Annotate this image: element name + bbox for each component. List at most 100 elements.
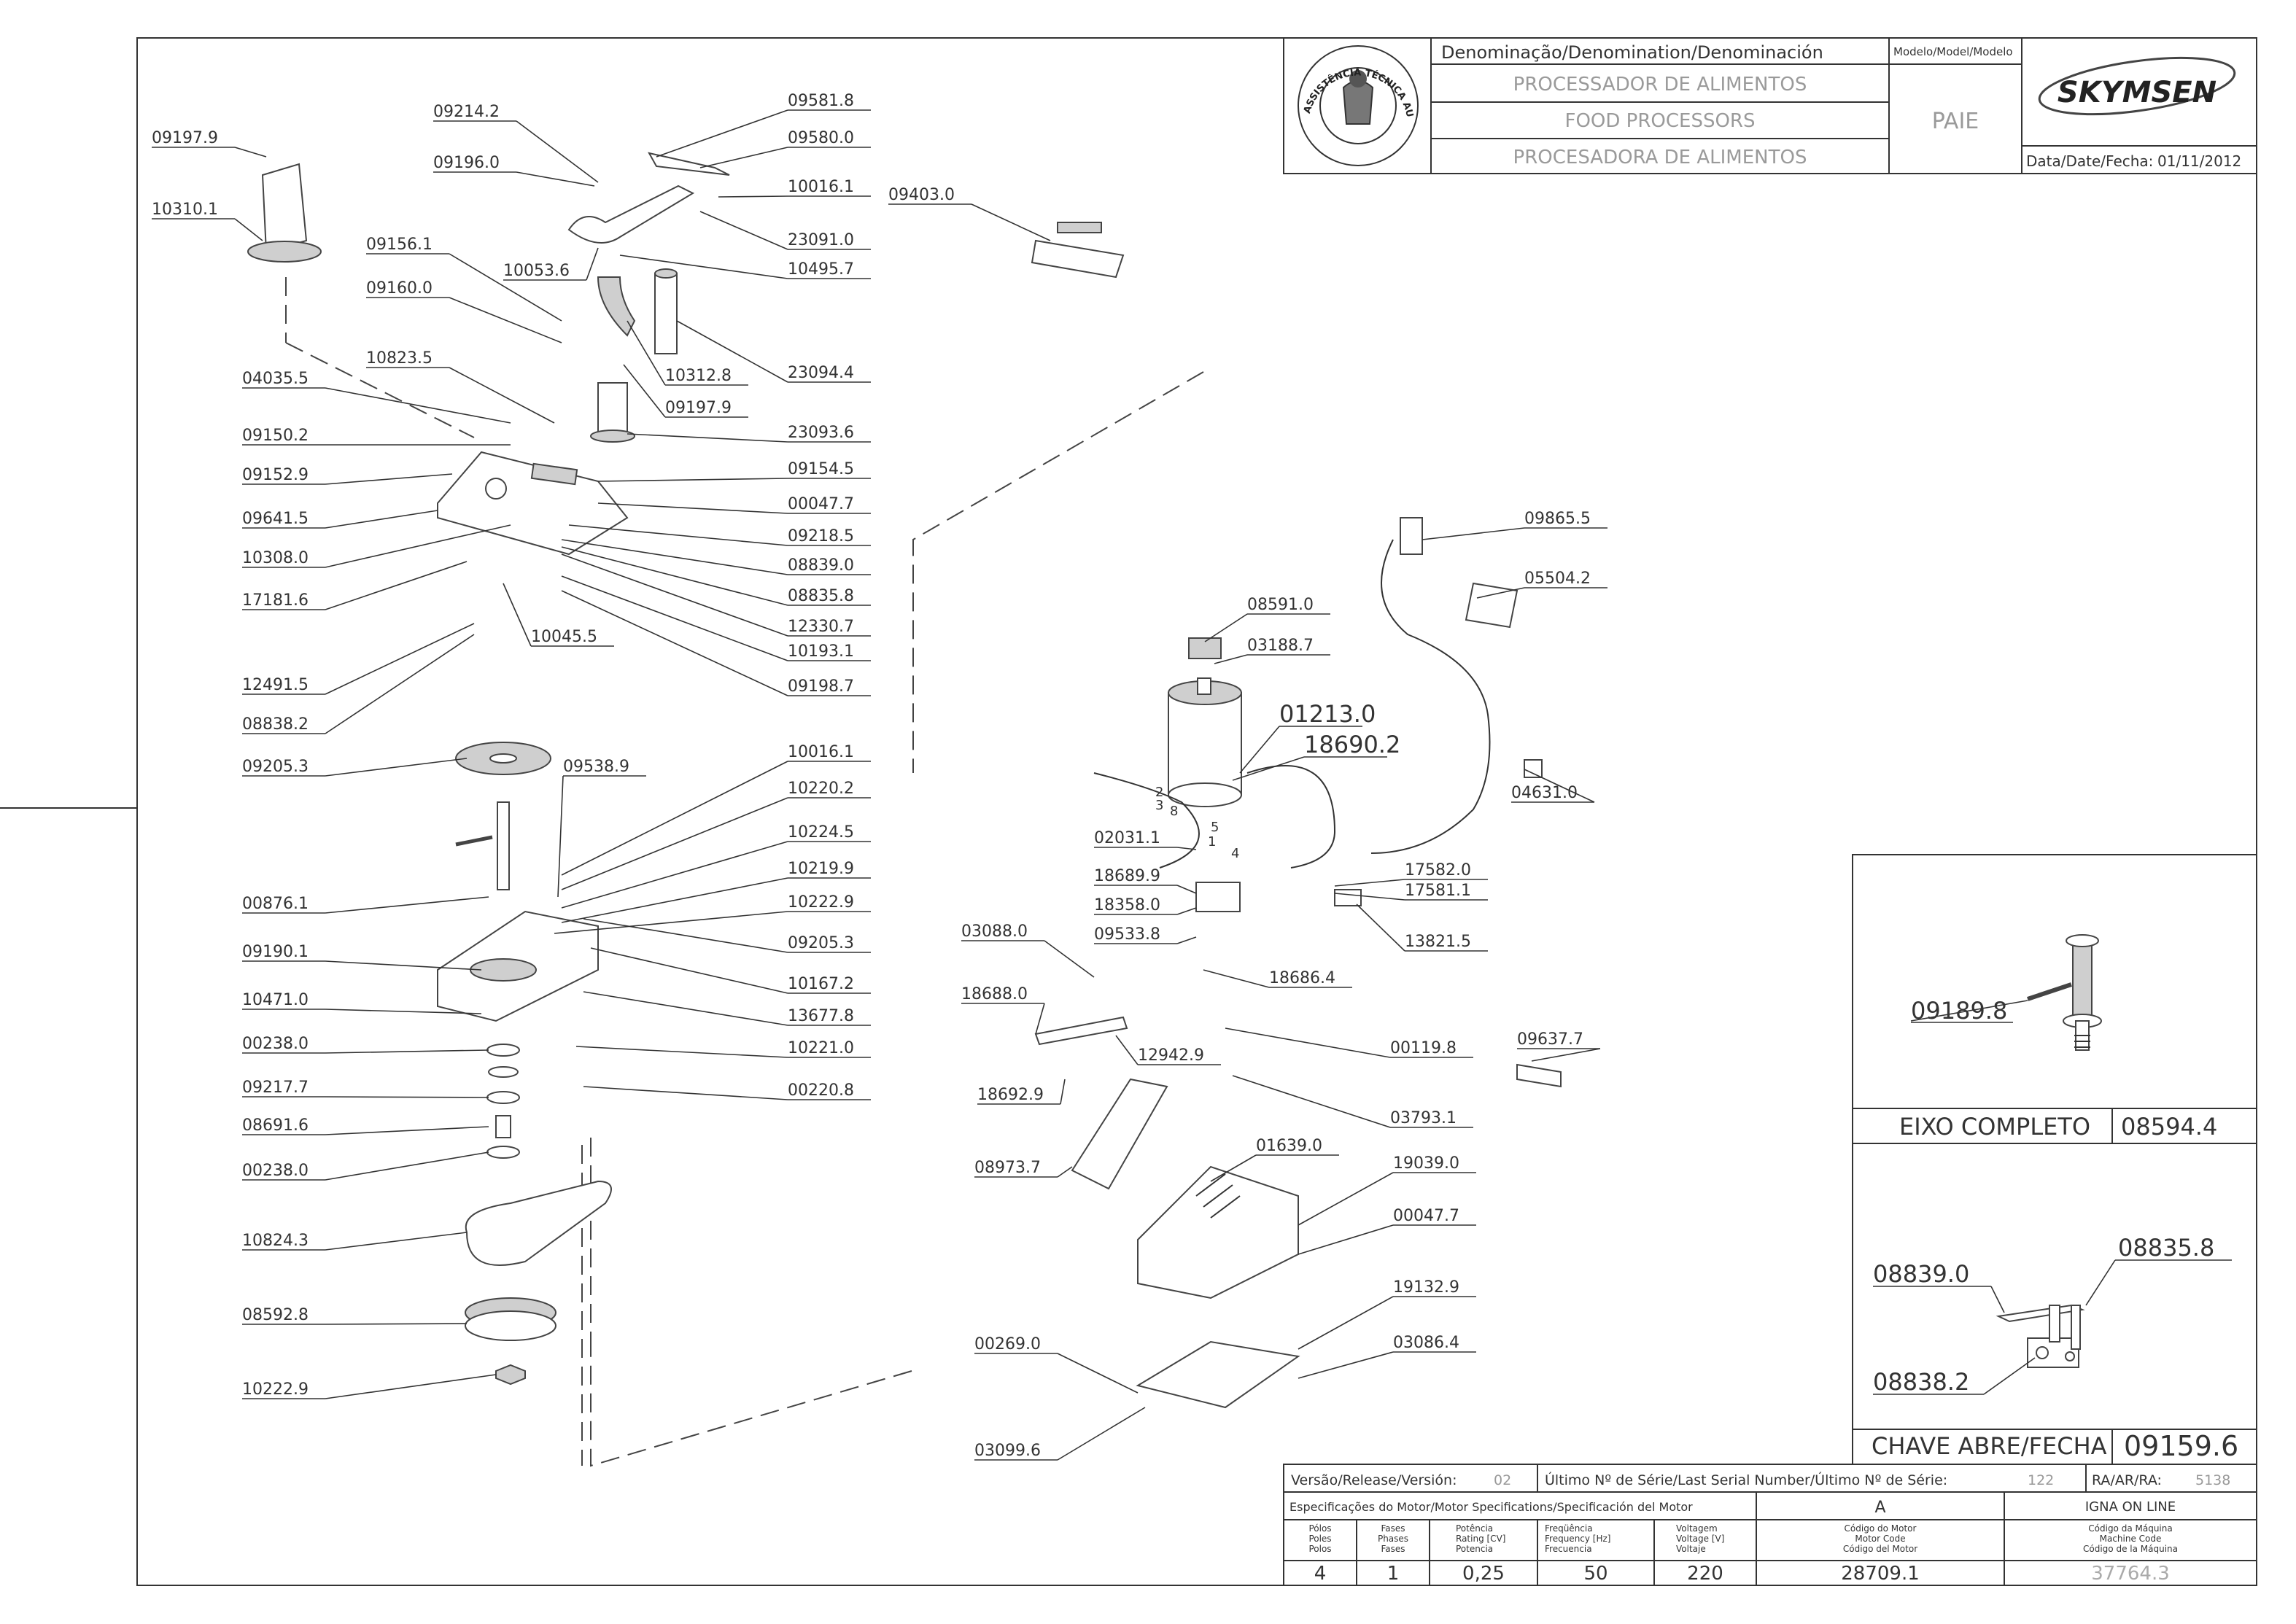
left-leader-43 — [590, 947, 788, 994]
left-part-number-22: 00047.7 — [788, 495, 854, 513]
right-leader-15 — [1203, 969, 1270, 988]
left-part-number-50: 09217.7 — [242, 1079, 309, 1097]
svg-text:Fases: Fases — [1381, 1523, 1405, 1534]
left-leader-22 — [597, 502, 788, 514]
svg-text:Motor Code: Motor Code — [1855, 1534, 1905, 1544]
motor-spec-header: Especificações do Motor/Motor Specificat… — [1289, 1500, 1693, 1514]
left-part-number-42: 09205.3 — [788, 934, 854, 952]
left-leader-37 — [561, 797, 788, 890]
right-leader-4 — [1239, 726, 1280, 774]
left-leader-33 — [561, 590, 788, 696]
inset-switch: 08839.0 08835.8 08838.2 CHAVE ABRE/FECHA… — [1852, 1143, 2257, 1465]
inset-switch-title: CHAVE ABRE/FECHA — [1872, 1432, 2107, 1460]
left-part-number-53: 10824.3 — [242, 1232, 309, 1250]
part-labels-left: 09197.910310.109214.209196.009581.809580… — [152, 92, 1051, 1399]
right-leader-26 — [1298, 1296, 1394, 1350]
right-leader-11 — [1176, 907, 1197, 915]
right-leader-19 — [1531, 1048, 1601, 1062]
right-part-number-0: 09865.5 — [1524, 510, 1591, 528]
right-part-number-5: 18690.2 — [1304, 731, 1400, 758]
motor-variant: A — [1874, 1499, 1885, 1517]
left-leader-19 — [325, 473, 453, 485]
right-leader-6 — [1524, 769, 1595, 803]
right-leader-10 — [1334, 893, 1405, 901]
left-part-number-9: 10495.7 — [788, 260, 854, 279]
left-part-number-7: 23091.0 — [788, 231, 854, 249]
left-leader-52 — [325, 1151, 489, 1181]
right-part-number-19: 09637.7 — [1517, 1030, 1583, 1049]
right-leader-5 — [1232, 756, 1305, 781]
version-label: Versão/Release/Versión: — [1291, 1472, 1457, 1488]
inset-switch-label-2: 08835.8 — [2118, 1234, 2214, 1262]
right-part-number-14: 03088.0 — [961, 922, 1028, 941]
right-leader-27 — [1057, 1353, 1139, 1394]
right-leader-14 — [1044, 940, 1095, 978]
left-leader-4 — [656, 109, 788, 158]
col-voltage: Voltagem Voltage [V] Voltaje — [1676, 1523, 1724, 1554]
serial-value: 122 — [2028, 1472, 2054, 1488]
left-leader-34 — [325, 758, 468, 777]
left-leader-14 — [449, 367, 555, 424]
voltage-value: 220 — [1687, 1563, 1723, 1585]
right-part-number-2: 08591.0 — [1247, 596, 1314, 614]
right-leader-12 — [1356, 904, 1405, 952]
svg-text:Código da Máquina: Código da Máquina — [2088, 1523, 2172, 1534]
left-part-number-2: 09214.2 — [433, 103, 500, 121]
left-part-number-48: 00238.0 — [242, 1035, 309, 1053]
right-part-number-27: 00269.0 — [974, 1335, 1041, 1353]
right-leader-20 — [1060, 1079, 1066, 1105]
left-leader-40 — [554, 911, 788, 934]
inset-shaft-title: EIXO COMPLETO — [1899, 1113, 2090, 1141]
left-leader-45 — [583, 991, 788, 1026]
left-part-number-43: 10167.2 — [788, 975, 854, 993]
left-part-number-20: 09154.5 — [788, 460, 854, 478]
left-leader-51 — [325, 1126, 489, 1135]
left-leader-18 — [627, 433, 788, 443]
left-leader-26 — [561, 539, 788, 575]
title-block: ASSISTÊNCIA TÉCNICA AUTORIZADA Denominaç… — [0, 0, 2257, 174]
right-leader-8 — [1176, 885, 1197, 894]
left-part-number-30: 12330.7 — [788, 618, 854, 636]
left-part-number-39: 10219.9 — [788, 860, 854, 878]
left-part-number-18: 23093.6 — [788, 424, 854, 442]
left-part-number-24: 09218.5 — [788, 527, 854, 545]
serial-label: Último Nº de Série/Last Serial Number/Úl… — [1545, 1471, 1947, 1488]
left-leader-32 — [561, 575, 788, 661]
left-part-number-19: 09152.9 — [242, 466, 309, 484]
left-leader-31 — [325, 634, 475, 734]
right-part-number-6: 04631.0 — [1511, 784, 1578, 802]
col-power: Potência Rating [CV] Potencia — [1456, 1523, 1505, 1554]
right-leader-16 — [1035, 1003, 1045, 1035]
left-part-number-49: 00220.8 — [788, 1081, 854, 1100]
motor-code-value: 28709.1 — [1841, 1563, 1920, 1585]
left-leader-9 — [619, 255, 788, 279]
wire-number-5: 4 — [1231, 846, 1239, 861]
right-part-number-26: 19132.9 — [1393, 1278, 1459, 1297]
svg-text:Phases: Phases — [1378, 1534, 1408, 1544]
right-part-number-29: 03099.6 — [974, 1442, 1041, 1460]
right-part-number-18: 00119.8 — [1390, 1039, 1457, 1057]
svg-text:Voltagem: Voltagem — [1676, 1523, 1718, 1534]
date-value: 01/11/2012 — [2157, 152, 2241, 170]
spec-table: Versão/Release/Versión: 02 Último Nº de … — [1283, 1464, 2257, 1586]
right-part-number-3: 03188.7 — [1247, 637, 1314, 655]
left-part-number-17: 09150.2 — [242, 427, 309, 445]
left-leader-15 — [325, 387, 511, 424]
wire-number-0: 2 — [1155, 785, 1163, 800]
right-leader-13 — [1176, 936, 1197, 944]
left-leader-30 — [561, 553, 788, 637]
svg-text:ASSISTÊNCIA TÉCNICA AUTORIZADA: ASSISTÊNCIA TÉCNICA AUTORIZADA — [0, 0, 1415, 118]
left-part-number-8: 10053.6 — [503, 262, 570, 280]
left-leader-5 — [699, 147, 788, 168]
right-leader-22 — [1057, 1166, 1073, 1178]
left-leader-3 — [516, 171, 595, 187]
version-value: 02 — [1494, 1472, 1511, 1488]
inset-shaft: 09189.8 EIXO COMPLETO 08594.4 — [1852, 854, 2257, 1144]
left-part-number-40: 10222.9 — [788, 893, 854, 912]
right-part-number-13: 09533.8 — [1094, 925, 1160, 944]
right-part-number-7: 02031.1 — [1094, 829, 1160, 847]
left-part-number-54: 08592.8 — [242, 1306, 309, 1324]
right-part-number-22: 08973.7 — [974, 1159, 1041, 1177]
inset-switch-code: 09159.6 — [2124, 1430, 2238, 1462]
